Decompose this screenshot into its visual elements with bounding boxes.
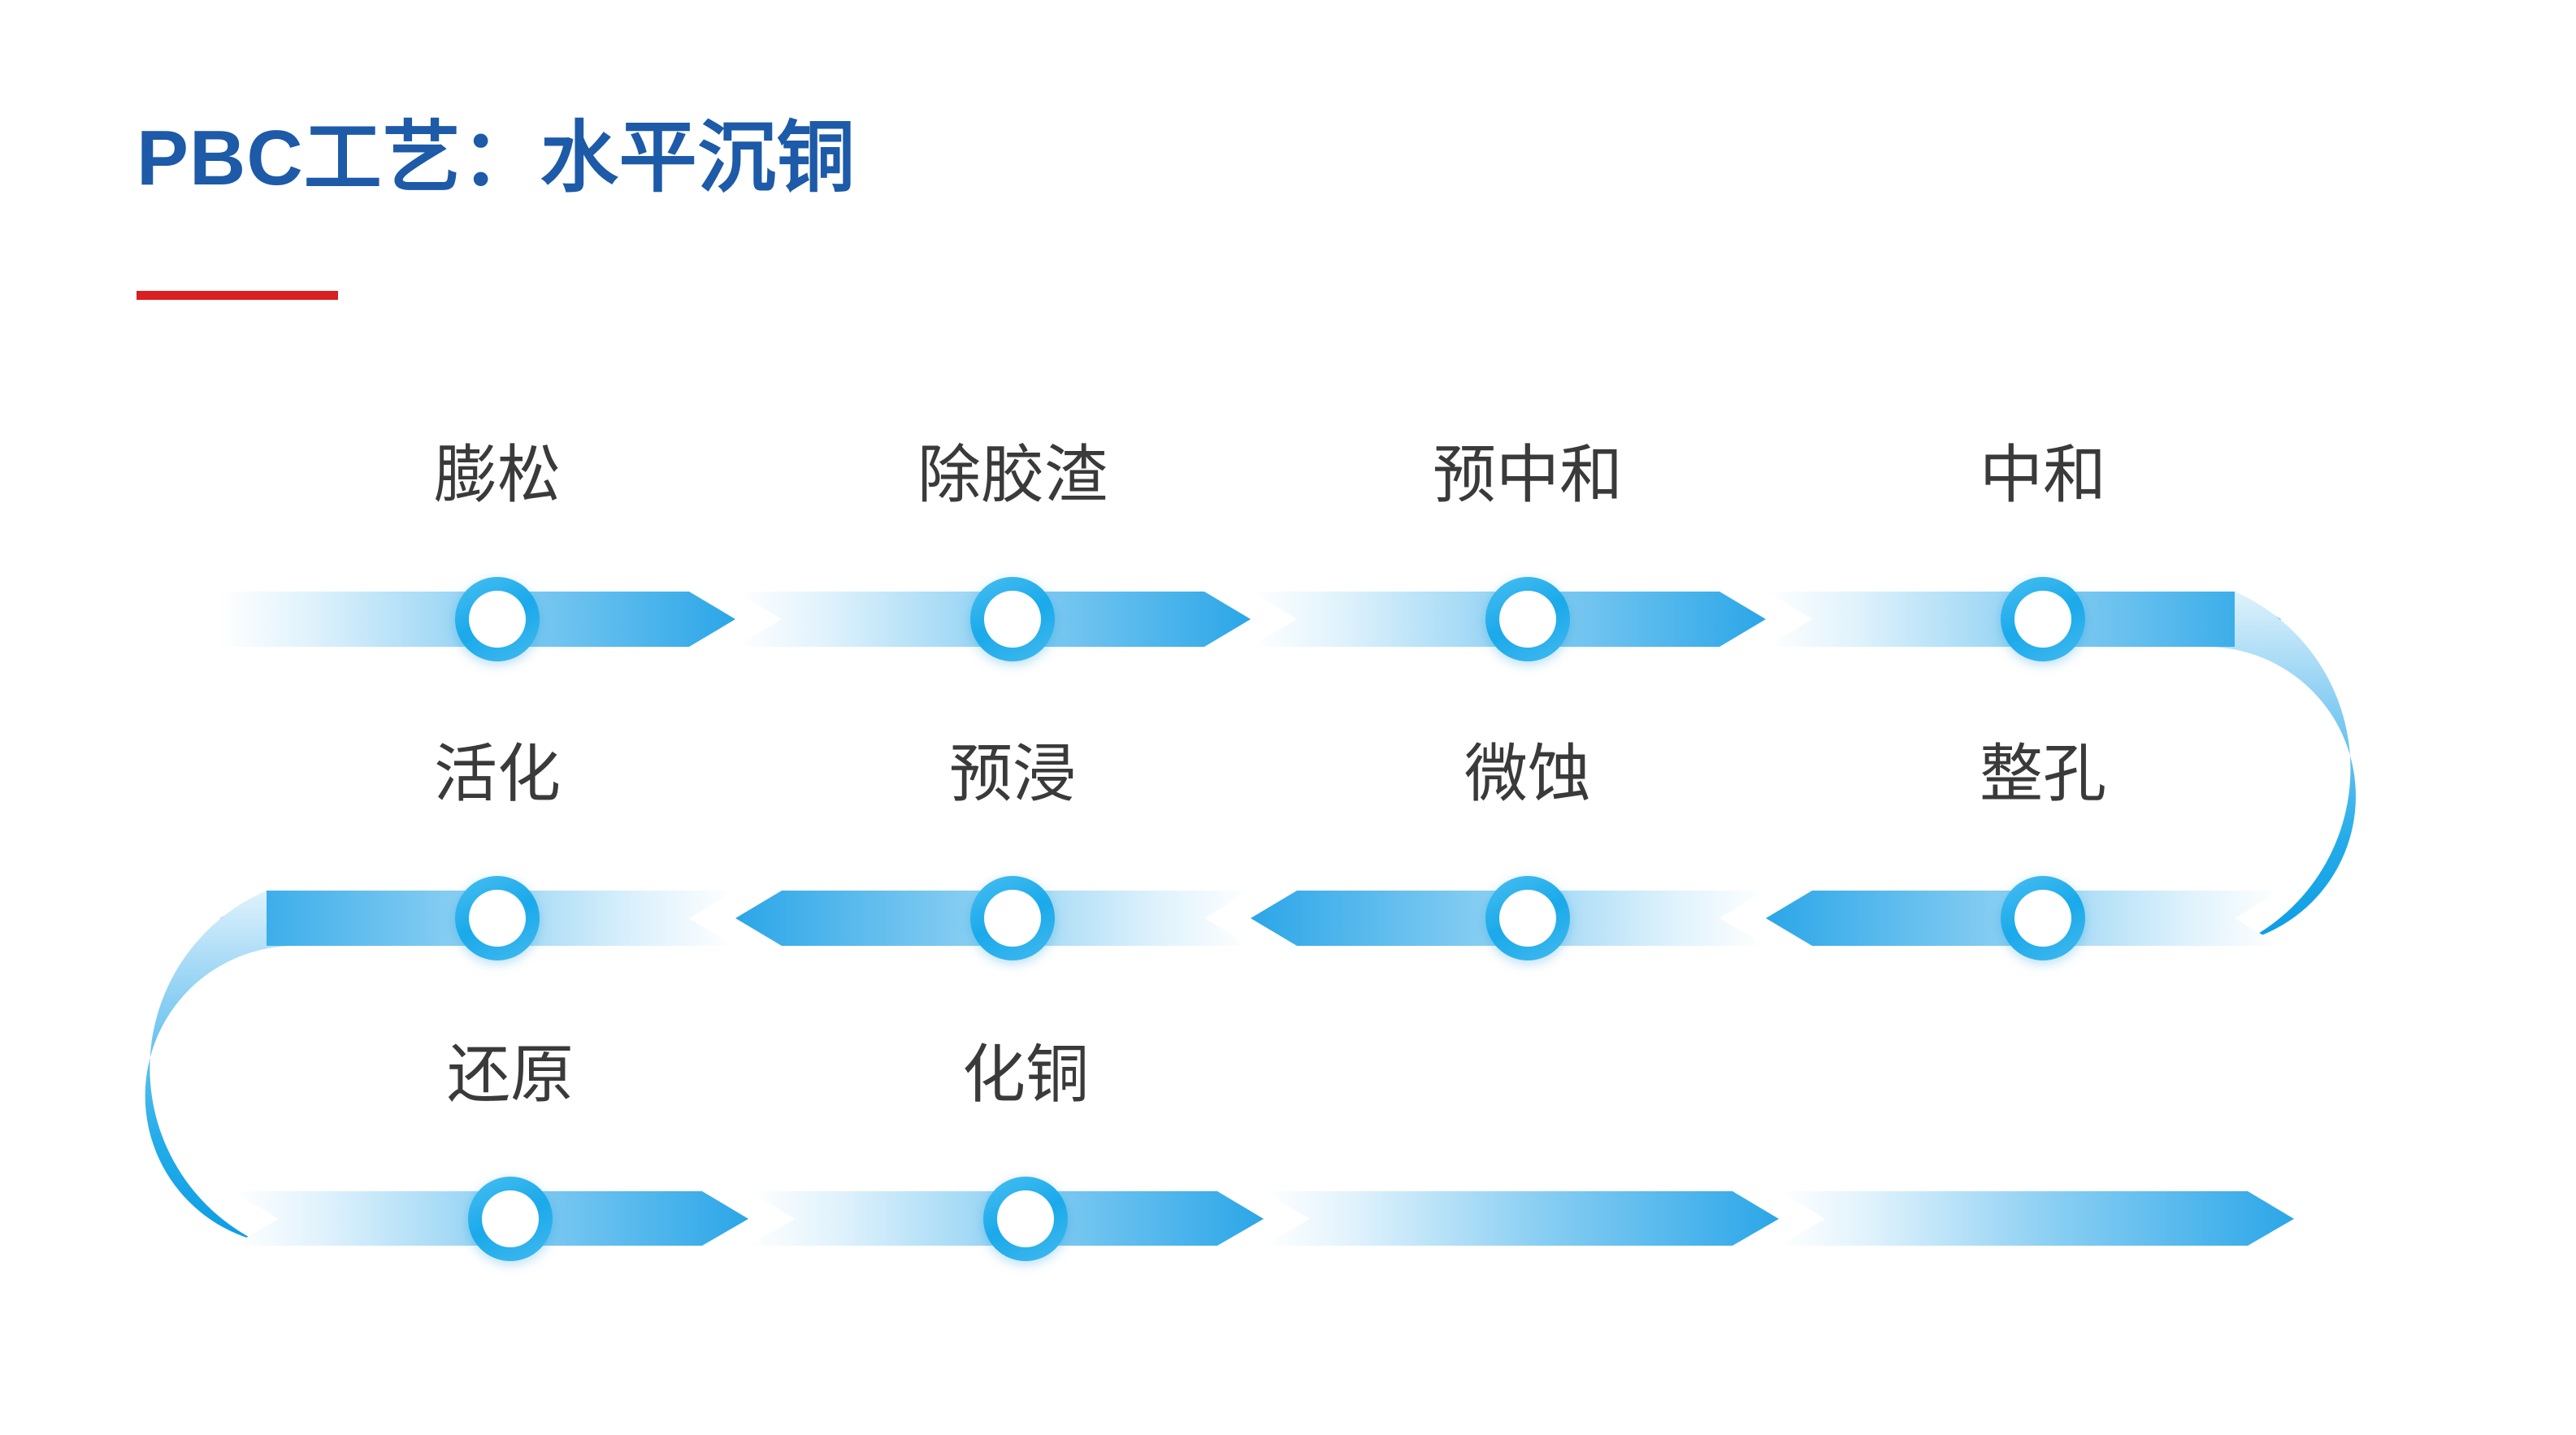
step-node-6[interactable] (970, 876, 1055, 960)
step-label-5: 活化 (433, 738, 562, 809)
title-underline-rule (137, 291, 338, 300)
step-label-4: 中和 (1979, 439, 2107, 510)
connector-right-u-turn (2206, 592, 2356, 946)
step-node-3[interactable] (1485, 577, 1570, 661)
step-node-5[interactable] (455, 876, 540, 960)
step-node-8[interactable] (2001, 876, 2085, 960)
step-node-9[interactable] (468, 1177, 553, 1261)
step-node-4[interactable] (2001, 577, 2085, 661)
step-label-3: 预中和 (1432, 439, 1624, 510)
page-title: PBC工艺：水平沉铜 (137, 115, 856, 202)
step-label-2: 除胶渣 (917, 439, 1108, 510)
arrow-step-12 (1779, 1191, 2294, 1246)
arrow-step-11 (1264, 1191, 1779, 1246)
step-label-8: 整孔 (1979, 738, 2107, 809)
step-node-7[interactable] (1485, 876, 1570, 960)
u-turn-left-band (145, 891, 295, 1246)
step-label-7: 微蚀 (1464, 738, 1592, 809)
step-node-2[interactable] (970, 577, 1055, 661)
step-label-9: 还原 (446, 1038, 575, 1110)
step-label-6: 预浸 (948, 738, 1077, 809)
step-label-10: 化铜 (961, 1038, 1090, 1110)
u-turn-right-band (2206, 592, 2356, 946)
step-label-1: 膨松 (433, 439, 562, 510)
connector-left-u-turn (145, 891, 295, 1246)
step-node-group (455, 577, 2085, 1261)
step-node-10[interactable] (983, 1177, 1068, 1261)
title-block: PBC工艺：水平沉铜 (137, 114, 856, 300)
step-node-1[interactable] (455, 577, 540, 661)
